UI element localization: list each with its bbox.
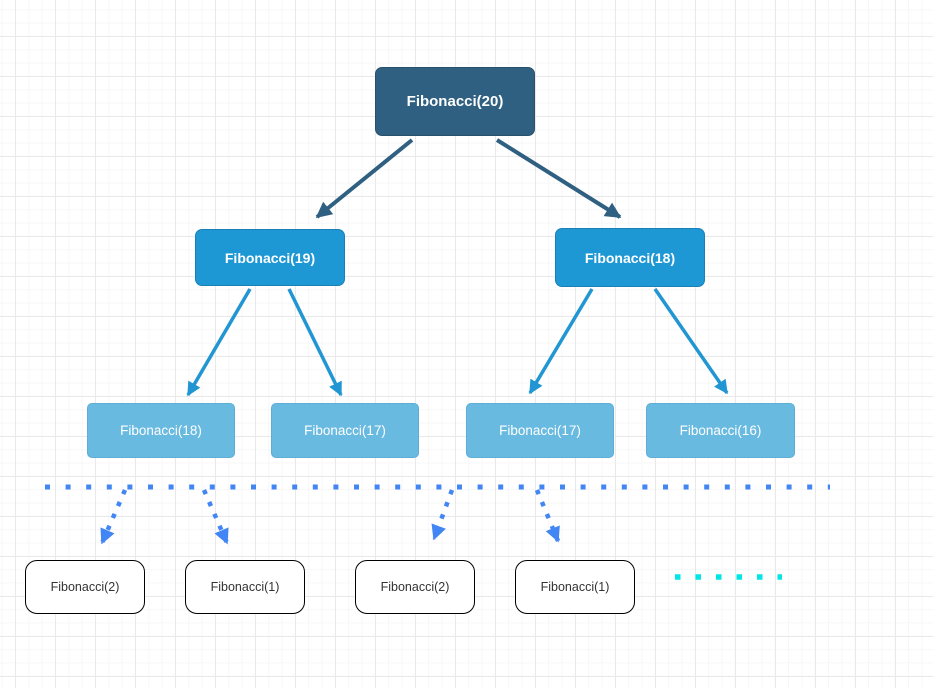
edge-fib19-fib17: [287, 288, 343, 397]
edge-fib20-fib19: [315, 138, 414, 219]
node-fibonacci-1-b[interactable]: Fibonacci(1): [515, 560, 635, 614]
node-fibonacci-2-b[interactable]: Fibonacci(2): [355, 560, 475, 614]
node-label: Fibonacci(18): [584, 249, 676, 266]
node-label: Fibonacci(16): [679, 423, 762, 438]
node-fibonacci-18-left[interactable]: Fibonacci(18): [87, 403, 235, 458]
node-fibonacci-20[interactable]: Fibonacci(20): [375, 67, 535, 136]
node-label: Fibonacci(19): [224, 249, 316, 266]
edge-fib20-fib18: [495, 138, 622, 219]
node-label: Fibonacci(2): [380, 580, 450, 594]
node-label: Fibonacci(20): [406, 93, 504, 110]
node-fibonacci-17-left[interactable]: Fibonacci(17): [271, 403, 419, 458]
dotted-arrow-2: [201, 489, 230, 545]
edge-fib19-fib18: [186, 288, 252, 397]
node-fibonacci-18[interactable]: Fibonacci(18): [555, 228, 705, 287]
node-label: Fibonacci(2): [50, 580, 120, 594]
node-label: Fibonacci(17): [304, 423, 386, 438]
edge-fib18-fib16: [653, 288, 729, 395]
node-fibonacci-17-right[interactable]: Fibonacci(17): [466, 403, 614, 458]
edge-fib18-fib17: [528, 288, 594, 395]
node-label: Fibonacci(17): [499, 423, 581, 438]
dotted-arrow-4: [534, 489, 561, 543]
node-label: Fibonacci(1): [210, 580, 280, 594]
node-fibonacci-1-a[interactable]: Fibonacci(1): [185, 560, 305, 614]
node-label: Fibonacci(18): [120, 423, 202, 438]
node-fibonacci-2-a[interactable]: Fibonacci(2): [25, 560, 145, 614]
dotted-arrow-3: [431, 489, 455, 541]
node-fibonacci-19[interactable]: Fibonacci(19): [195, 229, 345, 286]
dotted-arrow-1: [99, 489, 128, 545]
node-label: Fibonacci(1): [540, 580, 610, 594]
node-fibonacci-16[interactable]: Fibonacci(16): [646, 403, 795, 458]
